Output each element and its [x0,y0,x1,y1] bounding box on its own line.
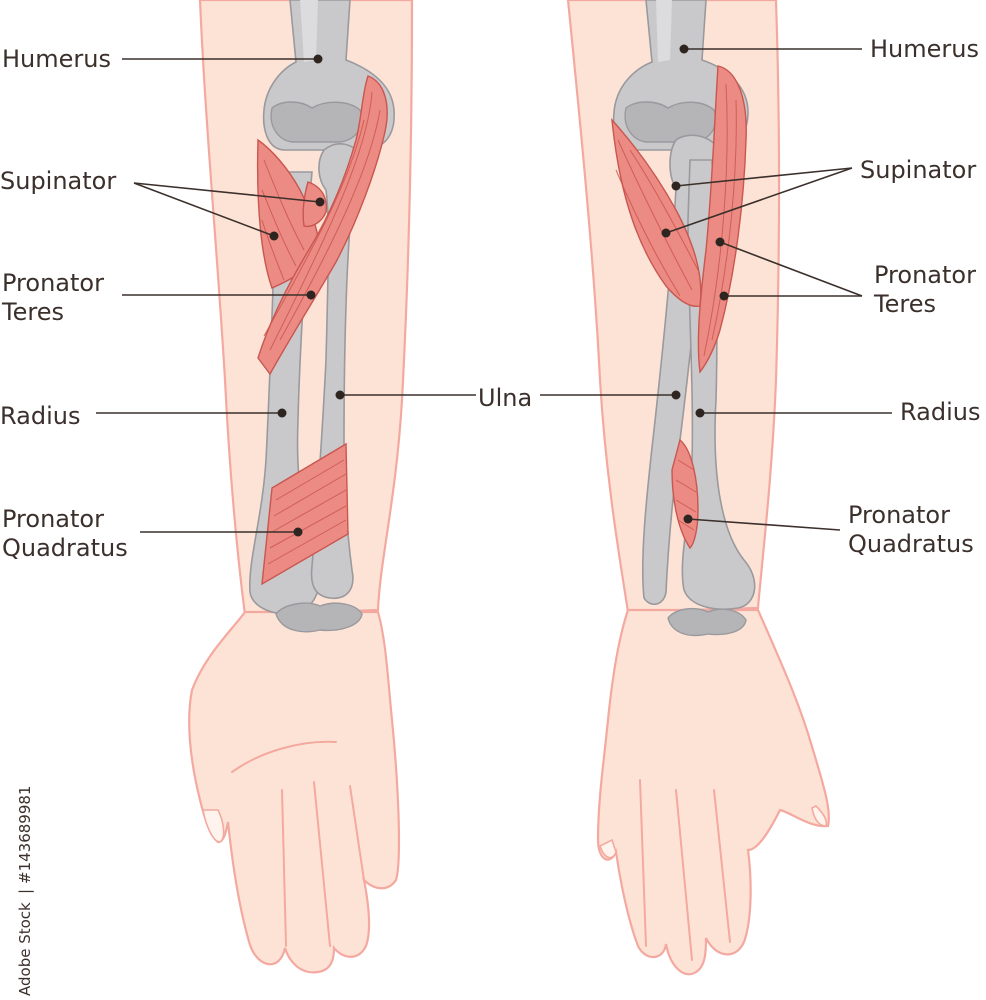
label-left-pronator-quadratus-line1: Pronator [2,505,104,533]
label-left-pronator-quadratus-line2: Quadratus [2,534,128,562]
label-right-pronator-quadratus-line2: Quadratus [848,530,974,558]
label-right-radius: Radius [900,398,980,426]
right-arm [568,0,829,974]
center-labels: Ulna [478,384,532,412]
label-left-radius: Radius [0,402,80,430]
label-right-pronator-teres-line1: Pronator [874,261,976,289]
label-left-humerus: Humerus [2,45,111,73]
right-humerus-highlight [656,0,672,62]
left-carpal-bones [276,603,362,632]
label-right-supinator: Supinator [860,156,976,184]
label-left-pronator-teres-line2: Teres [1,298,64,326]
label-ulna: Ulna [478,384,532,412]
watermark-brand: Adobe Stock [16,902,34,996]
watermark-separator: | [16,889,34,894]
left-arm [189,0,412,972]
right-carpal-bones [668,609,746,636]
stock-watermark: Adobe Stock | #143689981 [16,786,34,996]
label-left-supinator: Supinator [0,167,116,195]
left-thumb-nail [203,810,224,842]
label-right-pronator-quadratus-line1: Pronator [848,501,950,529]
watermark-id: #143689981 [16,786,34,884]
label-right-humerus: Humerus [870,35,979,63]
left-hand-skin [189,612,399,972]
left-labels: Humerus Supinator Pronator Teres Radius … [0,45,128,562]
right-labels: Humerus Supinator Pronator Teres Radius … [848,35,980,558]
label-left-pronator-teres-line1: Pronator [2,269,104,297]
left-humerus-condyle [271,102,362,142]
label-right-pronator-teres-line2: Teres [873,290,936,318]
